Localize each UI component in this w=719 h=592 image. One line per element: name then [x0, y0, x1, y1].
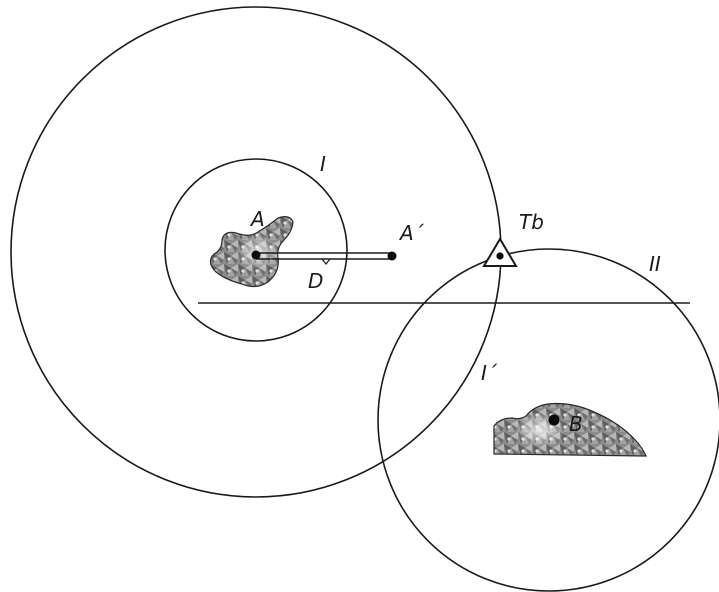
label-a-prime: A´ — [398, 221, 425, 245]
body-a-shape — [209, 216, 294, 288]
point-b — [548, 414, 560, 426]
label-tb: Tb — [519, 210, 544, 234]
circle-i — [164, 158, 348, 342]
label-a: A — [249, 207, 265, 231]
point-a — [251, 250, 261, 260]
label-i: I — [320, 152, 326, 176]
point-a-prime — [387, 251, 397, 261]
label-d: D — [308, 269, 323, 293]
point-tb — [496, 252, 504, 260]
d-tick-mark — [321, 258, 331, 265]
label-b: B — [569, 412, 583, 436]
label-i-prime: I´ — [481, 361, 498, 385]
circle-ii — [377, 248, 719, 592]
label-ii: II — [649, 252, 661, 276]
